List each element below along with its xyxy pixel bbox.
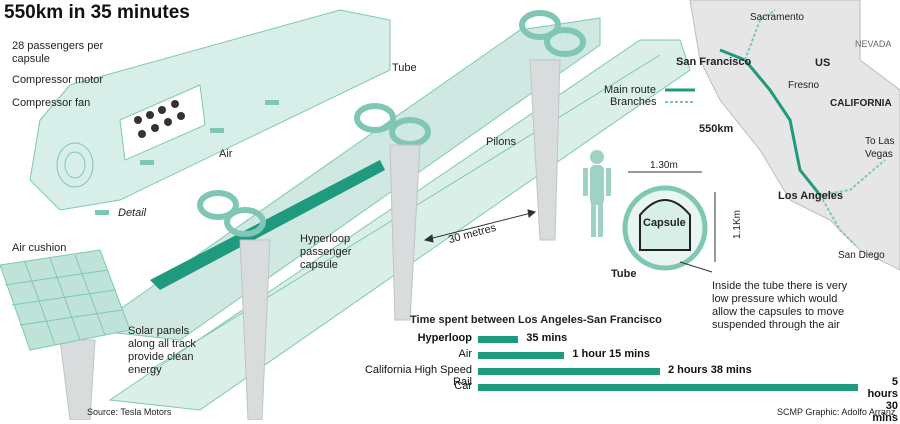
person-silhouette [583,150,611,237]
bar-category-label: Air [458,348,472,360]
label-solar-panels: Solar panels along all track provide cle… [128,325,196,376]
air-cushion-pads [95,100,279,215]
label-passengers: 28 passengers per capsule [12,40,104,65]
label-detail: Detail [118,207,147,219]
main-route [719,48,822,196]
capsule-window [119,84,206,161]
map-las-vegas: To Las Vegas [865,136,895,160]
capsule-in-tube [150,160,385,290]
bar [478,336,519,343]
bar-value-label: 35 mins [526,332,568,344]
capsule-body [29,9,391,211]
cross-capsule: Capsule [643,217,686,229]
solar-panels [0,249,131,351]
cross-note: Inside the tube there is very low pressu… [712,280,848,331]
bar-category-label: Car [454,380,472,392]
map-us: US [815,57,831,69]
map-san-diego: San Diego [838,250,885,261]
capsule-cross-section [639,199,691,251]
bar [478,368,660,375]
label-tube: Tube [392,62,417,74]
bar [478,384,858,391]
label-hyperloop-capsule: Hyperloop passenger capsule [300,233,352,271]
map-california: CALIFORNIA [830,98,892,109]
map-nevada: NEVADA [855,39,892,49]
pylon-3 [239,239,271,420]
map-sacramento: Sacramento [750,12,804,23]
compressor-fan [56,142,94,188]
map-los-angeles: Los Angeles [778,190,843,202]
branch-route-vegas [819,159,886,196]
bar-value-label: 1 hour 15 mins [572,348,650,360]
branch-route-sandiego [819,194,856,246]
cross-tube: Tube [611,268,637,280]
chart-title: Time spent between Los Angeles-San Franc… [410,314,662,326]
bar-category-label: California High Speed Rail [364,364,472,388]
map-san-francisco: San Francisco [676,56,752,68]
passenger-seats [134,100,185,138]
bar [478,352,565,359]
label-air-cushion: Air cushion [12,242,67,254]
label-compressor-motor: Compressor motor [12,74,104,86]
cross-width: 1.30m [650,160,678,171]
credit-note: SCMP Graphic: Adolfo Arranz [777,407,896,417]
branch-route [744,9,776,61]
label-pylons: Pilons [486,136,516,148]
label-compressor-fan: Compressor fan [12,97,91,109]
map-fresno: Fresno [788,80,820,91]
legend-branches: Branches [610,96,657,108]
pylon-4 [59,339,96,420]
bar-value-label: 2 hours 38 mins [667,364,752,376]
map-distance: 550km [699,123,734,135]
source-note: Source: Tesla Motors [87,407,172,417]
legend-main-route: Main route [604,84,656,96]
page-title: 550km in 35 minutes [4,2,190,23]
bar-category-label: Hyperloop [417,332,472,344]
distance-arrow [423,209,537,243]
label-air: Air [219,148,233,160]
pylon-2 [389,144,421,321]
pylon-1 [529,59,561,241]
